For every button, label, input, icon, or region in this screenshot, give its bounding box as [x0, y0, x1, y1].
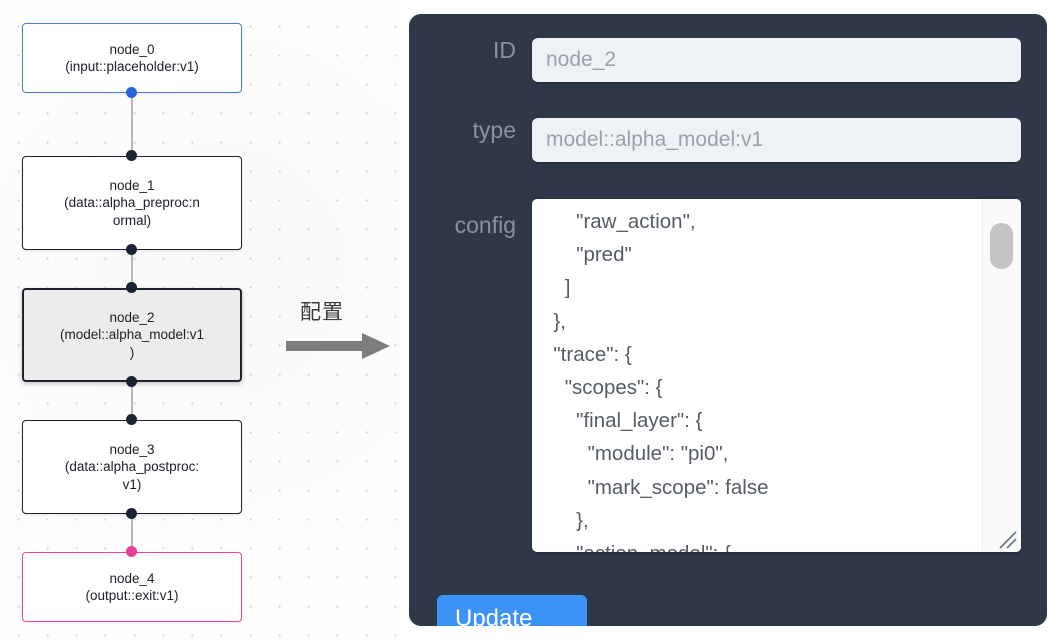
type-field-row: type [428, 117, 1021, 162]
flow-node-node_2[interactable]: node_2 (model::alpha_model:v1 ) [22, 288, 242, 382]
flow-node-node_0[interactable]: node_0 (input::placeholder:v1) [22, 23, 242, 93]
update-button[interactable]: Update [437, 595, 587, 626]
config-field-row: config "raw_action", "pred" ] }, "trace"… [428, 199, 1021, 552]
config-textarea-wrapper: "raw_action", "pred" ] }, "trace": { "sc… [532, 199, 1021, 552]
id-label: ID [493, 37, 516, 63]
flow-node-label: node_0 (input::placeholder:v1) [65, 41, 199, 74]
flow-node-label: node_3 (data::alpha_postproc: v1) [64, 442, 200, 492]
type-input[interactable] [532, 118, 1021, 162]
node-config-panel: ID type config "raw_action", "pred" ] },… [409, 14, 1047, 626]
edge-node_1-node_2 [131, 250, 133, 293]
flow-graph-canvas[interactable]: node_0 (input::placeholder:v1) node_1 (d… [0, 0, 400, 643]
config-scrollbar[interactable] [982, 199, 1021, 552]
flow-node-node_4[interactable]: node_4 (output::exit:v1) [22, 552, 242, 622]
handle-node_2-source[interactable] [126, 376, 137, 387]
edge-node_0-node_1 [131, 93, 133, 161]
handle-node_0-source[interactable] [126, 87, 137, 98]
handle-node_1-target[interactable] [126, 150, 137, 161]
handle-node_1-source[interactable] [126, 244, 137, 255]
config-textarea[interactable]: "raw_action", "pred" ] }, "trace": { "sc… [553, 210, 769, 552]
flow-node-node_1[interactable]: node_1 (data::alpha_preproc:n ormal) [22, 156, 242, 250]
handle-node_3-target[interactable] [126, 414, 137, 425]
flow-node-label: node_2 (model::alpha_model:v1 ) [59, 310, 205, 360]
arrow-right-icon [286, 333, 390, 359]
edge-node_3-node_4 [131, 514, 133, 557]
id-field-row: ID [428, 37, 1021, 82]
handle-node_4-target[interactable] [126, 546, 137, 557]
id-input[interactable] [532, 38, 1021, 82]
flow-node-node_3[interactable]: node_3 (data::alpha_postproc: v1) [22, 420, 242, 514]
type-label: type [472, 117, 516, 143]
transition-annotation: 配置 [286, 296, 396, 366]
flow-node-label: node_4 (output::exit:v1) [85, 570, 179, 603]
config-label: config [454, 212, 516, 238]
config-scrollbar-thumb[interactable] [990, 223, 1013, 269]
transition-caption: 配置 [300, 300, 344, 324]
edge-node_2-node_3 [131, 382, 133, 425]
handle-node_3-source[interactable] [126, 508, 137, 519]
flow-node-label: node_1 (data::alpha_preproc:n ormal) [64, 178, 200, 228]
handle-node_2-target[interactable] [126, 282, 137, 293]
resize-handle-icon[interactable] [996, 528, 1018, 550]
